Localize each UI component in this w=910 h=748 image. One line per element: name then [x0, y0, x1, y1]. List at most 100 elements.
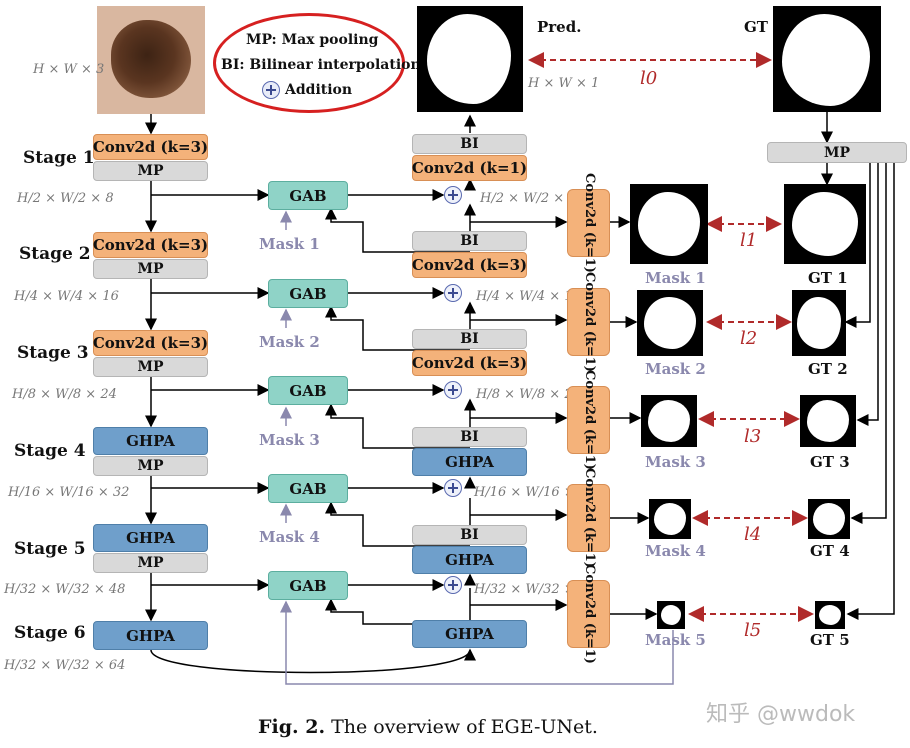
mask-2-image [637, 290, 703, 356]
gab-4: GAB [268, 474, 348, 503]
dec-dim-2: H/4 × W/4 × 16 [476, 289, 581, 304]
enc-conv-3: Conv2d (k=3) [93, 330, 208, 356]
gt-5-image [815, 601, 845, 629]
gt-1-image [784, 184, 866, 264]
dec-conv-3: Conv2d (k=3) [412, 350, 527, 376]
mask-4-label: Mask 4 [645, 542, 706, 560]
enc-mp-1: MP [93, 161, 208, 181]
gt-4-image [808, 499, 850, 539]
dec-ghpa-4: GHPA [412, 448, 527, 476]
mask-3-label: Mask 3 [645, 453, 706, 471]
loss-l2: l2 [740, 328, 758, 349]
gt-3-label: GT 3 [810, 453, 850, 471]
gab-2: GAB [268, 279, 348, 308]
addition-icon-2 [444, 284, 462, 302]
gt-image [773, 6, 881, 112]
input-dim: H × W × 3 [33, 62, 105, 77]
stage-1-label: Stage 1 [23, 148, 95, 168]
mask-2-label: Mask 2 [645, 360, 706, 378]
gt-5-label: GT 5 [810, 631, 850, 649]
enc-dim-1: H/2 × W/2 × 8 [17, 191, 114, 206]
enc-mp-3: MP [93, 357, 208, 377]
addition-icon-5 [444, 576, 462, 594]
dec-bi-4: BI [412, 427, 527, 447]
dec-bi-2: BI [412, 231, 527, 251]
dec-dim-1: H/2 × W/2 × 8 [480, 191, 577, 206]
side-conv-1: Conv2d (k=1) [567, 173, 610, 273]
dec-ghpa-5: GHPA [412, 546, 527, 574]
enc-mp-4: MP [93, 456, 208, 476]
watermark: 知乎 @wwdok [706, 702, 856, 727]
legend-bi: BI: Bilinear interpolation [221, 57, 421, 73]
enc-ghpa-5: GHPA [93, 524, 208, 552]
dec-conv-2: Conv2d (k=3) [412, 252, 527, 278]
enc-mp-2: MP [93, 259, 208, 279]
loss-l0: l0 [640, 68, 658, 89]
loss-l4: l4 [744, 524, 762, 545]
pred-image [417, 6, 523, 112]
enc-ghpa-4: GHPA [93, 427, 208, 455]
gab-mask-3: Mask 3 [259, 431, 320, 449]
gt-1-label: GT 1 [808, 269, 848, 287]
enc-ghpa-6: GHPA [93, 621, 208, 650]
gt-2-label: GT 2 [808, 360, 848, 378]
gt-3-image [800, 395, 856, 447]
enc-dim-2: H/4 × W/4 × 16 [14, 289, 119, 304]
gab-1: GAB [268, 181, 348, 210]
mask-1-label: Mask 1 [645, 269, 706, 287]
legend-mp: MP: Max pooling [246, 32, 379, 48]
dec-bi-3: BI [412, 329, 527, 349]
loss-l5: l5 [744, 620, 762, 641]
enc-conv-2: Conv2d (k=3) [93, 232, 208, 258]
mask-3-image [641, 395, 697, 447]
stage-2-label: Stage 2 [19, 244, 91, 264]
mask-5-image [657, 601, 685, 629]
addition-icon-3 [444, 381, 462, 399]
gt-2-image [792, 290, 846, 356]
dec-dim-3: H/8 × W/8 × 24 [476, 387, 581, 402]
mask-5-label: Mask 5 [645, 631, 706, 649]
stage-6-label: Stage 6 [14, 623, 86, 643]
addition-icon-4 [444, 479, 462, 497]
pred-dim: H × W × 1 [528, 76, 600, 91]
mask-1-image [630, 184, 708, 264]
legend-add: Addition [262, 81, 352, 99]
side-conv-3: Conv2d (k=1) [567, 370, 610, 470]
loss-l3: l3 [744, 426, 762, 447]
gab-5: GAB [268, 571, 348, 600]
side-conv-5: Conv2d (k=1) [567, 564, 610, 664]
gab-mask-1: Mask 1 [259, 235, 320, 253]
enc-dim-4: H/16 × W/16 × 32 [8, 485, 130, 500]
dec-dim-4: H/16 × W/16 × 32 [474, 485, 596, 500]
enc-dim-3: H/8 × W/8 × 24 [12, 387, 117, 402]
dec-bi-5: BI [412, 525, 527, 545]
dec-dim-5: H/32 × W/32 × 48 [474, 582, 596, 597]
side-conv-2: Conv2d (k=1) [567, 272, 610, 372]
gt-max-pool: MP [767, 142, 907, 163]
enc-dim-6: H/32 × W/32 × 64 [4, 658, 126, 673]
enc-conv-1: Conv2d (k=3) [93, 134, 208, 160]
loss-l1: l1 [740, 230, 758, 251]
gab-mask-2: Mask 2 [259, 333, 320, 351]
enc-dim-5: H/32 × W/32 × 48 [4, 582, 126, 597]
stage-3-label: Stage 3 [17, 343, 89, 363]
addition-icon-1 [444, 186, 462, 204]
addition-icon [262, 81, 280, 99]
gab-3: GAB [268, 376, 348, 405]
figure-caption: Fig. 2. The overview of EGE-UNet. [258, 716, 598, 738]
mask-4-image [649, 499, 691, 539]
side-conv-4: Conv2d (k=1) [567, 468, 610, 568]
legend [213, 13, 405, 113]
stage-5-label: Stage 5 [14, 539, 86, 559]
pred-label: Pred. [537, 18, 582, 36]
dec-conv-1: Conv2d (k=1) [412, 155, 527, 181]
gt-4-label: GT 4 [810, 542, 850, 560]
dec-ghpa-6: GHPA [412, 620, 527, 648]
gab-mask-4: Mask 4 [259, 528, 320, 546]
stage-4-label: Stage 4 [14, 441, 86, 461]
input-lesion-image [97, 6, 205, 114]
enc-mp-5: MP [93, 553, 208, 573]
gt-label: GT [744, 18, 768, 36]
